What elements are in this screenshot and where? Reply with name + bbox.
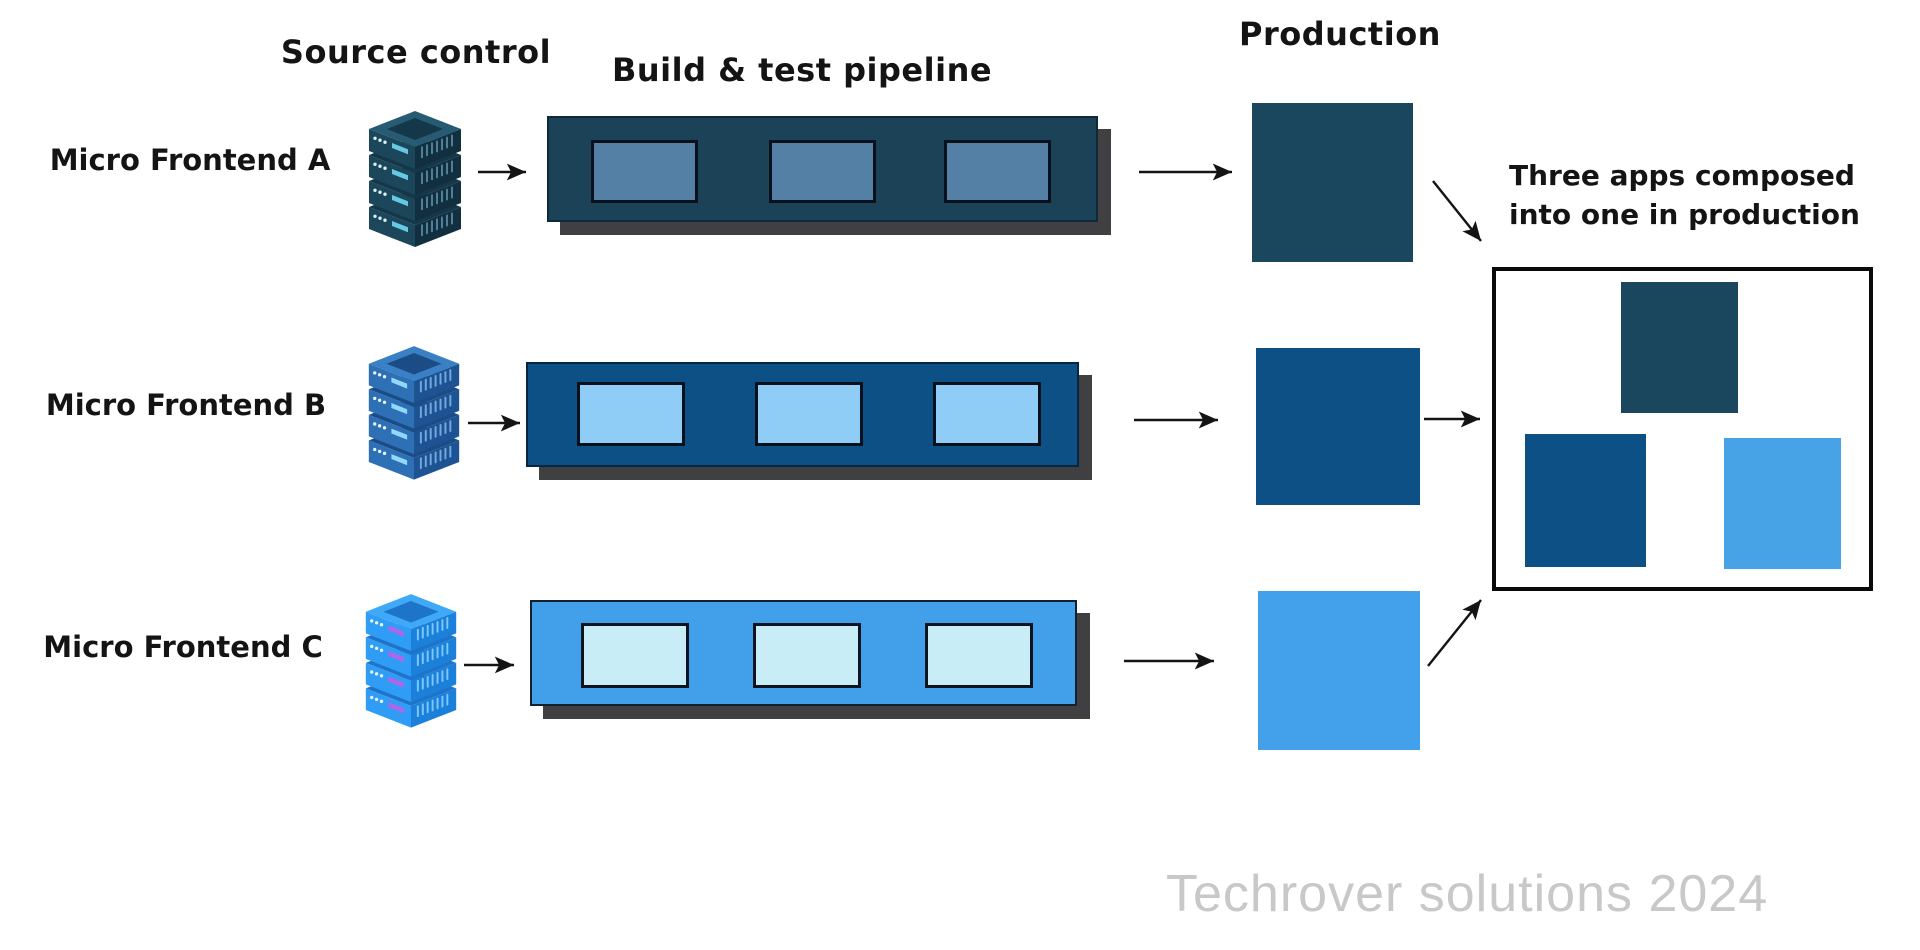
pipeline-stage-c-1 <box>581 623 689 688</box>
composed-square-app-c <box>1724 438 1841 569</box>
arrow-production-c-to-composed <box>1427 599 1482 667</box>
annotation-composed-note: Three apps composed into one in producti… <box>1509 156 1860 234</box>
pipeline-stage-c-2 <box>753 623 861 688</box>
server-stack-icon <box>365 594 457 728</box>
annotation-line-2: into one in production <box>1509 198 1860 231</box>
server-stack-icon <box>368 346 460 480</box>
header-build-test-pipeline: Build & test pipeline <box>611 51 993 89</box>
composed-square-app-a <box>1621 282 1738 413</box>
row-label-micro-frontend-b: Micro Frontend B <box>45 388 327 422</box>
pipeline-stage-c-3 <box>925 623 1033 688</box>
production-square-c <box>1258 591 1420 750</box>
row-label-micro-frontend-a: Micro Frontend A <box>49 143 331 177</box>
pipeline-stage-b-1 <box>577 382 685 446</box>
production-square-b <box>1256 348 1420 505</box>
pipeline-stage-b-2 <box>755 382 863 446</box>
pipeline-stage-b-3 <box>933 382 1041 446</box>
header-source-control: Source control <box>280 33 552 71</box>
annotation-line-1: Three apps composed <box>1509 159 1855 192</box>
pipeline-stage-a-1 <box>591 140 698 203</box>
production-square-a <box>1252 103 1413 262</box>
watermark-text: Techrover solutions 2024 <box>1166 865 1769 923</box>
arrow-production-a-to-composed <box>1432 180 1482 242</box>
pipeline-stage-a-2 <box>769 140 876 203</box>
server-stack-icon <box>369 111 461 247</box>
composed-square-app-b <box>1525 434 1646 567</box>
pipeline-stage-a-3 <box>944 140 1051 203</box>
row-label-micro-frontend-c: Micro Frontend C <box>43 630 323 664</box>
header-production: Production <box>1239 15 1441 53</box>
